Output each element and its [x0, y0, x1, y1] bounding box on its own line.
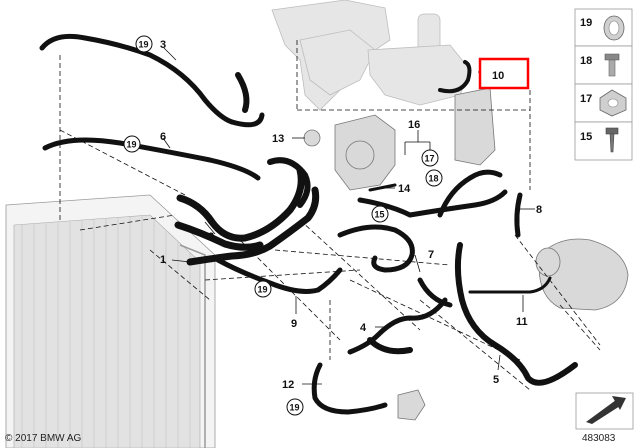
- circled-ref-15: 15: [371, 205, 389, 223]
- document-number: 483083: [582, 433, 616, 444]
- clip-nut-icon: [599, 89, 627, 117]
- sidebar-item-19[interactable]: 19: [574, 8, 633, 47]
- sidebar-item-18[interactable]: 18: [574, 45, 633, 85]
- copyright-notice: © 2017 BMW AG: [5, 433, 82, 444]
- svg-text:18: 18: [429, 174, 439, 184]
- sidebar-item-15[interactable]: 15: [574, 121, 633, 161]
- part-label-5: 5: [493, 374, 499, 386]
- svg-text:19: 19: [290, 403, 300, 413]
- part-label-1: 1: [160, 254, 166, 266]
- part-label-10: 10: [492, 70, 504, 82]
- radiator: [5, 194, 216, 448]
- thermostat-ghost: [303, 129, 426, 421]
- svg-text:15: 15: [580, 131, 592, 143]
- reference-lines: [59, 40, 601, 391]
- part-label-3: 3: [160, 39, 166, 51]
- sidebar-item-17[interactable]: 17: [574, 83, 633, 123]
- svg-text:18: 18: [580, 55, 592, 67]
- part-label-4: 4: [360, 322, 367, 334]
- part-label-11: 11: [516, 316, 528, 328]
- hoses: [39, 33, 578, 415]
- part-labels: 1 2 3 4 5 6 7 8 9 11 12 13 14 16: [160, 39, 542, 391]
- arrow-icon: [586, 396, 626, 424]
- part-label-6: 6: [160, 131, 166, 143]
- circled-ref-19-b: 19: [123, 135, 141, 153]
- engine-intake-ghost: [271, 0, 391, 111]
- circled-ref-18: 18: [425, 169, 443, 187]
- hose-clamp-icon: [603, 15, 625, 41]
- part-label-14: 14: [398, 183, 411, 195]
- circled-ref-19-c: 19: [254, 280, 272, 298]
- part-label-13: 13: [272, 133, 284, 145]
- part-label-2: 2: [208, 231, 214, 243]
- part-label-12: 12: [282, 379, 294, 391]
- svg-text:17: 17: [425, 154, 435, 164]
- circled-ref-17: 17: [421, 149, 439, 167]
- svg-text:19: 19: [127, 140, 137, 150]
- expansion-tank-ghost: [454, 87, 629, 311]
- small-parts-sidebar: 19 18 17 15: [574, 8, 633, 161]
- svg-text:19: 19: [139, 40, 149, 50]
- svg-text:19: 19: [580, 17, 592, 29]
- svg-text:15: 15: [375, 210, 385, 220]
- circled-ref-19-d: 19: [286, 398, 304, 416]
- part-label-7: 7: [428, 249, 434, 261]
- part-10-highlight[interactable]: 10: [478, 57, 530, 90]
- bolt-icon: [604, 53, 620, 77]
- svg-text:17: 17: [580, 93, 592, 105]
- part-label-8: 8: [536, 204, 542, 216]
- screw-icon: [605, 127, 619, 153]
- diagram-nav-button[interactable]: [575, 392, 634, 430]
- circled-ref-19-a: 19: [135, 35, 153, 53]
- part-label-16: 16: [408, 119, 420, 131]
- coolant-pump-ghost: [334, 114, 396, 191]
- part-label-9: 9: [291, 318, 297, 330]
- svg-text:19: 19: [258, 285, 268, 295]
- circled-refs: 19 19 19 19 17 18 15: [123, 35, 443, 416]
